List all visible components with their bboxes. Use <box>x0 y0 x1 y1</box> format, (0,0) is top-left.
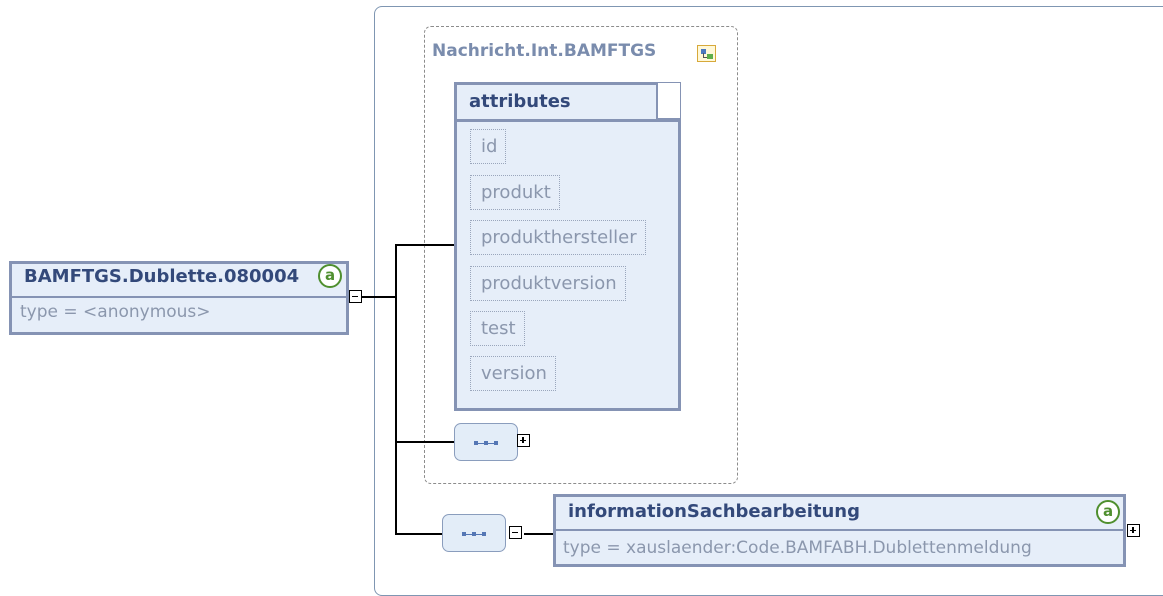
root-element-box[interactable] <box>9 261 349 335</box>
collapse-toggle-icon[interactable] <box>349 290 362 303</box>
attribute-badge-icon: a <box>318 264 342 288</box>
complex-type-group <box>424 26 738 484</box>
complex-type-icon[interactable] <box>697 45 716 62</box>
attribute-item-version[interactable]: version <box>470 356 556 391</box>
expand-toggle-icon[interactable] <box>1127 524 1140 537</box>
complex-type-title[interactable]: Nachricht.Int.BAMFTGS <box>432 41 657 61</box>
attribute-item-produkt[interactable]: produkt <box>470 175 560 210</box>
root-element-divider <box>9 296 349 298</box>
connector-line <box>524 533 553 535</box>
sequence-compositor-icon[interactable] <box>442 514 506 552</box>
attribute-item-id[interactable]: id <box>470 129 507 164</box>
connector-line <box>362 296 396 298</box>
attribute-item-produktversion[interactable]: produktversion <box>470 266 626 301</box>
attribute-item-test[interactable]: test <box>470 311 525 346</box>
information-element-type: type = xauslaender:Code.BAMFABH.Dublette… <box>563 538 1032 558</box>
root-element-type: type = <anonymous> <box>20 302 211 322</box>
collapse-toggle-icon[interactable] <box>509 526 522 539</box>
attributes-corner <box>656 83 680 120</box>
sequence-compositor-icon[interactable] <box>454 423 518 461</box>
connector-line <box>395 533 442 535</box>
connector-line <box>395 441 454 443</box>
connector-line <box>395 244 454 246</box>
connector-line <box>395 244 397 534</box>
root-element-name: BAMFTGS.Dublette.080004 <box>24 266 300 287</box>
information-element-divider <box>553 529 1126 531</box>
attribute-badge-icon: a <box>1096 500 1120 524</box>
attribute-item-produkthersteller[interactable]: produkthersteller <box>470 220 646 255</box>
attributes-header <box>454 82 681 122</box>
attributes-title: attributes <box>469 91 571 112</box>
expand-toggle-icon[interactable] <box>517 434 530 447</box>
information-element-name: informationSachbearbeitung <box>568 501 861 522</box>
